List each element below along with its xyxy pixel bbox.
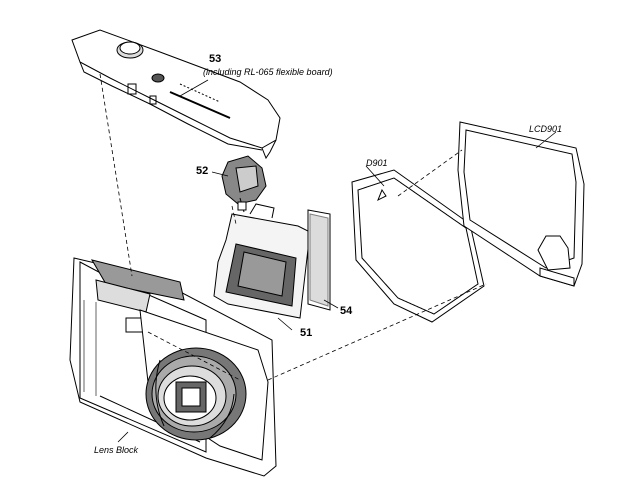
top-cover-part	[71, 29, 281, 160]
label-lens-block: Lens Block	[94, 445, 139, 455]
sub-assembly-52	[221, 155, 267, 213]
label-d901: D901	[366, 158, 388, 168]
label-part-51: 51	[300, 327, 312, 339]
leader-lines	[117, 79, 557, 443]
d901-panel	[351, 169, 485, 323]
panel-54	[307, 209, 331, 311]
lens-assembly	[145, 347, 247, 441]
lcd901-part	[457, 121, 585, 287]
main-board-51	[213, 203, 311, 319]
assembly-guide-lines	[99, 73, 487, 381]
label-part-54: 54	[340, 305, 353, 317]
label-part-52: 52	[196, 165, 208, 177]
label-lcd901: LCD901	[529, 124, 562, 134]
label-part-53: 53	[209, 53, 221, 65]
label-part-53-note: (including RL-065 flexible board)	[203, 67, 333, 77]
